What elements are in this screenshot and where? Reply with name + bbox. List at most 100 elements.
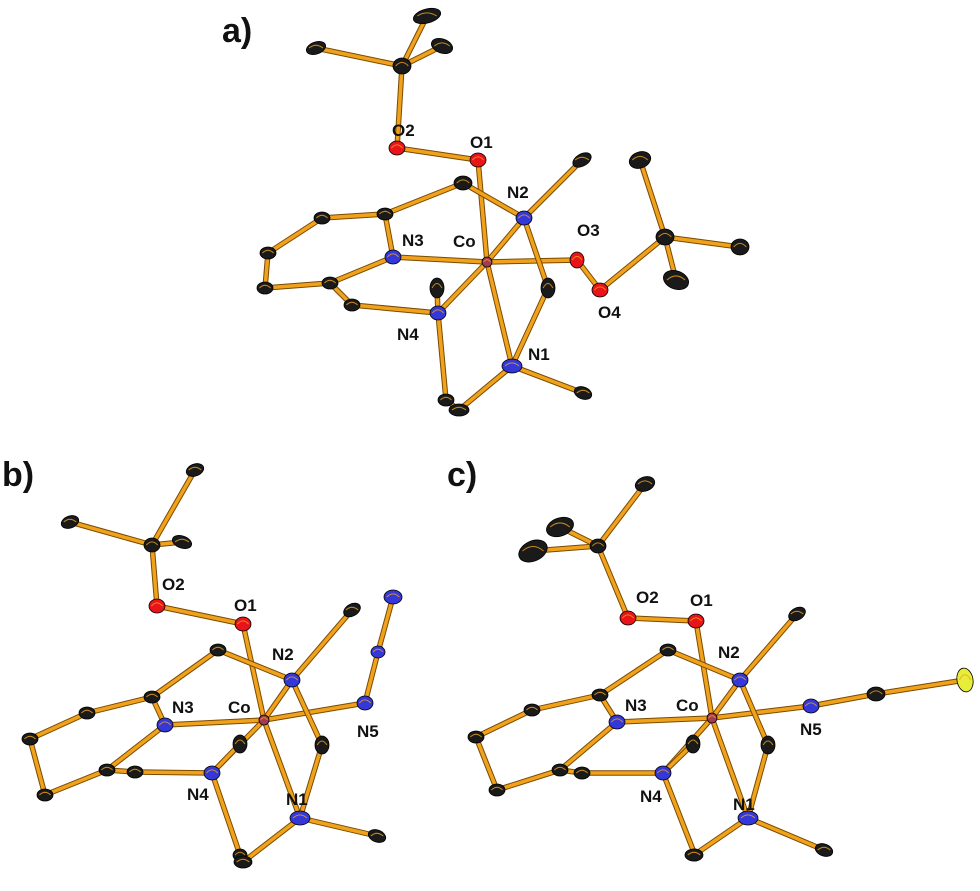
atom-highlight-a-cn4	[431, 283, 443, 289]
atom-highlight-a-ctm1	[631, 155, 649, 161]
atom-highlight-c-n4	[657, 769, 669, 774]
atom-b-c5	[314, 735, 330, 755]
atom-a-c5	[540, 277, 556, 299]
atom-c-cd	[467, 730, 485, 744]
bond-a-cf-n3	[328, 255, 395, 285]
atom-a-n4	[429, 305, 447, 321]
atom-b-cn1	[367, 829, 387, 843]
bond-b-cb-cc	[85, 695, 154, 715]
atom-highlight-c-ca	[662, 646, 674, 651]
atom-highlight-b-ct	[146, 541, 158, 546]
panel-label-b: b)	[2, 456, 34, 494]
bond-c-cf-n3	[558, 720, 619, 772]
atom-highlight-a-c6	[440, 396, 452, 401]
bond-a-cb-cc	[320, 212, 387, 220]
atom-label-o2: O2	[162, 575, 185, 594]
atom-b-cm3	[171, 535, 193, 549]
atom-highlight-a-o1	[472, 156, 484, 161]
bond-c-co-n3	[615, 716, 714, 724]
atom-highlight-c-cf	[554, 766, 566, 771]
bond-c-cd-ce	[474, 735, 499, 792]
atom-c-ca	[659, 643, 677, 657]
bond-c-ct-cm1	[596, 482, 647, 548]
atom-c-c7	[684, 848, 704, 862]
atom-c-n3	[608, 714, 626, 730]
atom-label-o1: O1	[690, 591, 713, 610]
atom-b-nb	[383, 589, 403, 605]
atom-highlight-c-co	[708, 715, 716, 719]
atom-a-cm	[572, 152, 592, 168]
atom-highlight-b-n1	[292, 814, 308, 819]
panel-label-c: c)	[447, 456, 477, 494]
atom-highlight-c-n2	[734, 676, 746, 681]
atom-highlight-b-c7	[236, 858, 250, 863]
atom-highlight-c-o1	[690, 617, 702, 622]
bond-a-ct-cm1	[400, 14, 429, 68]
bond-b-n4-c6	[210, 771, 242, 857]
bond-a-o4-ct2	[598, 235, 667, 292]
atom-a-ca	[453, 175, 473, 191]
bond-b-cf-n3	[105, 723, 167, 772]
bond-b-co-n3	[163, 718, 266, 727]
atom-highlight-c-n1	[740, 814, 756, 819]
atom-label-co: Co	[676, 696, 699, 715]
atom-highlight-b-ca	[212, 646, 224, 651]
atom-a-n2	[515, 210, 533, 226]
atom-highlight-c-cm	[790, 610, 804, 615]
atom-highlight-c-cd	[470, 733, 482, 738]
atom-highlight-a-ce	[259, 284, 271, 289]
atom-highlight-a-cd	[262, 249, 274, 254]
bond-a-n2-ca	[461, 181, 526, 220]
atom-a-cn1	[573, 386, 593, 400]
atom-b-cc	[78, 706, 96, 720]
bond-c-c8-s	[874, 678, 967, 696]
atom-a-n3	[384, 249, 402, 265]
bond-a-co-o3	[485, 258, 579, 264]
atom-a-cb	[376, 207, 394, 221]
bond-a-ct-cm2	[314, 46, 404, 68]
atom-highlight-c-cm2	[522, 546, 544, 552]
bond-c-ce-cf	[495, 768, 562, 792]
atom-highlight-b-o1	[237, 620, 249, 625]
atom-highlight-a-cc	[316, 214, 328, 219]
bonds-layer	[27, 13, 968, 865]
atom-highlight-b-n2	[286, 676, 298, 681]
atom-c-c8	[866, 686, 886, 702]
atom-c-co	[706, 712, 718, 724]
atom-highlight-a-cf	[324, 279, 336, 284]
atom-b-n4	[203, 765, 221, 781]
atom-highlight-a-ct2	[658, 232, 672, 238]
atom-c-cb	[591, 688, 609, 702]
bond-c-co-n2	[710, 678, 742, 720]
atom-a-c7	[448, 403, 470, 417]
atom-b-cm2	[60, 515, 80, 529]
atom-a-o1	[469, 152, 487, 168]
bond-b-c5-n1	[298, 743, 324, 820]
atom-highlight-c-cn1	[817, 846, 831, 851]
atom-highlight-b-cd	[24, 735, 36, 740]
atom-c-s	[956, 667, 974, 693]
bond-a-n4-c6	[436, 311, 448, 402]
atom-highlight-a-c7	[451, 406, 467, 411]
atom-highlight-c-cn4	[687, 739, 699, 745]
atom-c-ce	[488, 783, 506, 797]
atom-label-n4: N4	[187, 785, 209, 804]
atom-label-o1: O1	[234, 596, 257, 615]
atom-highlight-c-n3	[611, 718, 623, 723]
bond-c-n2-c5	[738, 678, 770, 747]
bond-b-ct-cm1	[150, 468, 197, 547]
atom-highlight-b-n3	[159, 721, 171, 726]
atom-highlight-a-cm	[574, 156, 590, 161]
atom-highlight-b-c5	[316, 740, 328, 746]
atom-b-n2	[283, 672, 301, 688]
atom-a-ctm2	[730, 238, 750, 256]
bond-a-ca-cb	[383, 181, 465, 216]
atom-highlight-a-n1	[504, 362, 520, 367]
bond-b-na-nb	[376, 595, 395, 654]
bond-b-ce-cf	[43, 768, 109, 797]
atom-b-o2	[148, 598, 166, 614]
atom-label-n1: N1	[733, 795, 755, 814]
atom-highlight-c-c8	[869, 690, 883, 695]
atom-highlight-b-co	[260, 717, 268, 721]
atom-highlight-b-na	[372, 648, 384, 653]
